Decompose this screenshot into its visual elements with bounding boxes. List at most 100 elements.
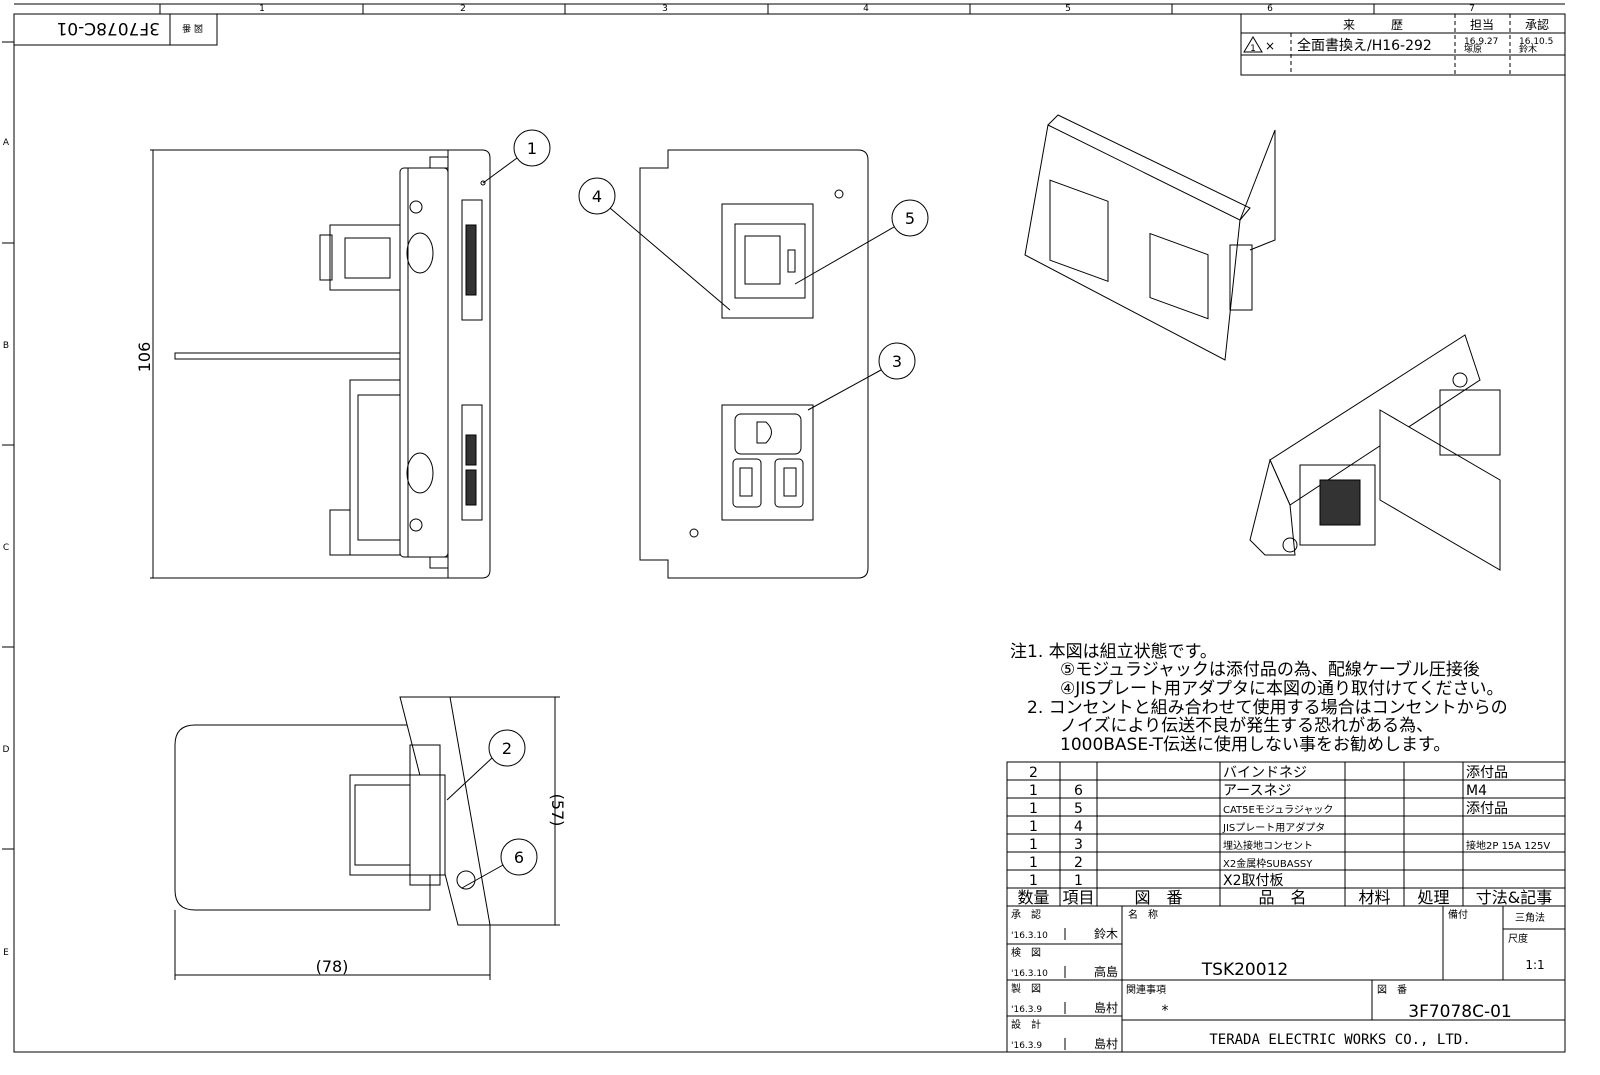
ruler-col-4: 4	[863, 4, 869, 14]
revision-mark: 1	[1250, 44, 1256, 54]
parts-header: 処理	[1417, 888, 1449, 907]
balloon-2: 2	[446, 729, 526, 801]
ruler-col-5: 5	[1065, 4, 1071, 14]
revision-approval-date: 16.10.5	[1519, 37, 1553, 47]
revision-approval-name: 鈴木	[1519, 43, 1537, 55]
parts-cell-remarks: 添付品	[1466, 801, 1508, 817]
dimension-width: (78)	[174, 910, 491, 980]
parts-cell-qty: 2	[1029, 765, 1038, 781]
isometric-view-front	[1024, 114, 1276, 361]
revision-header-approval: 承認	[1525, 17, 1549, 32]
parts-header: 図 番	[1134, 888, 1182, 907]
parts-cell-qty: 1	[1029, 855, 1038, 871]
signoff-date: '16.3.10	[1011, 931, 1048, 941]
parts-cell-name: バインドネジ	[1223, 765, 1307, 781]
parts-cell-name: X2取付板	[1223, 873, 1284, 889]
balloon-3: 3	[807, 342, 916, 411]
parts-cell-name: アースネジ	[1223, 783, 1291, 799]
signoff-date: '16.3.9	[1011, 1005, 1042, 1015]
ruler-col-2: 2	[460, 4, 466, 14]
parts-cell-name: CAT5Eモジュラジャック	[1223, 804, 1333, 816]
parts-cell-qty: 1	[1029, 819, 1038, 835]
parts-cell-qty: 1	[1029, 873, 1038, 889]
ruler-col-6: 6	[1267, 4, 1273, 14]
left-ruler: A B C D E	[2, 41, 14, 958]
revision-triangle-icon	[1243, 36, 1263, 53]
note-line: ノイズにより伝送不良が発生する恐れがある為、	[1060, 716, 1433, 736]
signoff-name: 鈴木	[1094, 926, 1118, 941]
projection-method: 三角法	[1515, 911, 1545, 924]
revision-in-charge-date: 16.9.27	[1464, 37, 1498, 47]
svg-text:4: 4	[592, 187, 602, 206]
parts-header: 寸法&記事	[1476, 888, 1552, 907]
signoff-role: 検 図	[1011, 946, 1041, 959]
drawing-number-label: 図 番	[1377, 984, 1407, 996]
product-name: TSK20012	[1201, 960, 1288, 980]
parts-cell-item: 5	[1074, 801, 1083, 817]
parts-cell-item: 1	[1074, 873, 1083, 889]
revision-description: 全面書換え/H16-292	[1297, 37, 1432, 54]
top-ruler: 1 2 3 4 5 6 7	[14, 3, 1565, 14]
parts-cell-qty: 1	[1029, 783, 1038, 799]
name-label: 名 称	[1128, 908, 1158, 921]
jack-adapter	[721, 203, 814, 319]
note-line: ④JISプレート用アダプタに本図の通り取付けてください。	[1060, 679, 1504, 699]
parts-header: 品 名	[1258, 888, 1306, 907]
scale-value: 1:1	[1525, 958, 1544, 972]
related-label: 関連事項	[1126, 983, 1166, 996]
signoff-role: 設 計	[1011, 1018, 1041, 1031]
isometric-view-rear	[1249, 334, 1501, 571]
balloon-4: 4	[578, 177, 731, 311]
side-view	[174, 149, 491, 579]
front-view	[639, 149, 869, 579]
note-line: 2. コンセントと組み合わせて使用する場合はコンセントからの	[1027, 697, 1508, 718]
signoff-date: '16.3.10	[1011, 969, 1048, 979]
parts-header: 材料	[1358, 888, 1390, 907]
outlet	[721, 404, 814, 521]
svg-text:3: 3	[892, 352, 902, 371]
parts-cell-remarks: 接地2P 15A 125V	[1466, 839, 1550, 852]
bottom-view	[174, 696, 491, 926]
related-value: *	[1162, 1003, 1169, 1019]
dimension-height: 106	[135, 149, 448, 579]
svg-text:1: 1	[527, 139, 537, 158]
parts-header: 数量	[1017, 888, 1049, 907]
notes: 注1. 本図は組立状態です。 ⑤モジュラジャックは添付品の為、配線ケーブル圧接後…	[1010, 642, 1508, 755]
ruler-row-e: E	[3, 948, 9, 958]
scale-label: 尺度	[1508, 932, 1528, 945]
ruler-col-1: 1	[259, 4, 265, 14]
revision-row: 1 × 全面書換え/H16-292 16.9.27 塚原 16.10.5 鈴木	[1243, 36, 1553, 55]
svg-text:(57): (57)	[548, 794, 567, 827]
svg-text:106: 106	[135, 342, 154, 373]
parts-cell-name: X2金属枠SUBASSY	[1223, 857, 1313, 870]
signoff-name: 島村	[1094, 1000, 1118, 1015]
corner-title-box: 図 番 3F7078C-01	[13, 13, 218, 46]
revision-symbol: ×	[1265, 39, 1275, 53]
revision-in-charge-name: 塚原	[1464, 44, 1482, 55]
svg-text:6: 6	[514, 848, 524, 867]
company-name: TERADA ELECTRIC WORKS CO., LTD.	[1209, 1032, 1470, 1048]
corner-title-number: 3F7078C-01	[57, 18, 161, 38]
note-line: ⑤モジュラジャックは添付品の為、配線ケーブル圧接後	[1060, 659, 1480, 680]
drawing-number: 3F7078C-01	[1408, 1002, 1512, 1022]
signoff-date: '16.3.9	[1011, 1041, 1042, 1051]
signoff-role: 承 認	[1011, 908, 1041, 921]
revision-table: 来 歴 担当 承認 1 × 全面書換え/H16-292 16.9.27 塚原 1…	[1240, 13, 1566, 76]
parts-cell-item: 3	[1074, 837, 1083, 853]
parts-cell-name: 埋込接地コンセント	[1223, 839, 1313, 852]
note-line: 注1. 本図は組立状態です。	[1010, 642, 1217, 662]
ruler-row-a: A	[3, 138, 10, 148]
parts-cell-item: 4	[1074, 819, 1083, 835]
ruler-col-3: 3	[662, 4, 668, 14]
parts-cell-item: 2	[1074, 855, 1083, 871]
corner-title-label: 図 番	[182, 22, 203, 34]
balloon-6: 6	[461, 838, 538, 889]
ruler-col-7: 7	[1469, 4, 1475, 14]
ruler-row-d: D	[3, 745, 10, 755]
svg-text:(78): (78)	[316, 957, 349, 976]
signoff-name: 島村	[1094, 1036, 1118, 1051]
ruler-row-c: C	[3, 543, 9, 553]
parts-cell-qty: 1	[1029, 837, 1038, 853]
